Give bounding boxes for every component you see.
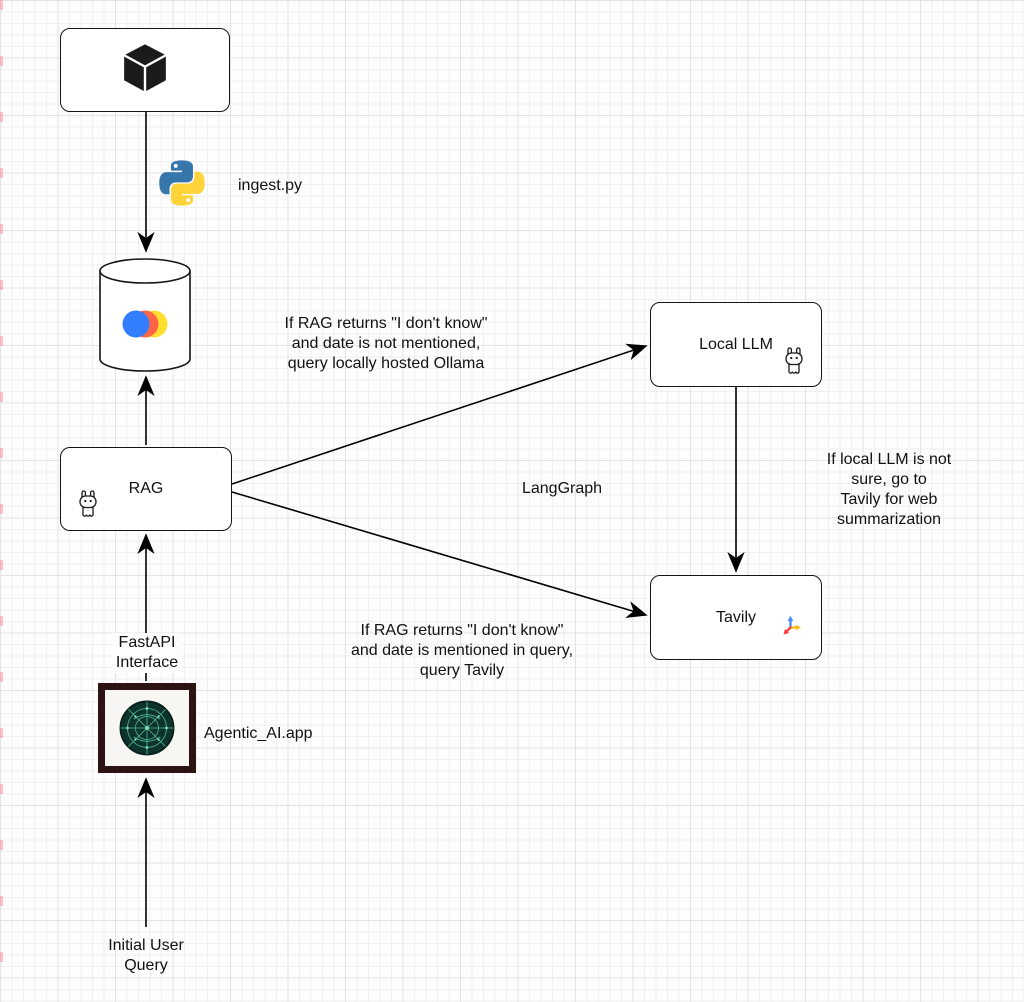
node-tavily: Tavily [650, 575, 822, 660]
local-llm-label: Local LLM [699, 335, 773, 353]
tavily-label: Tavily [715, 608, 756, 626]
rag-label: RAG [128, 480, 164, 497]
app-name-label: Agentic_AI.app [204, 725, 313, 742]
note-rag-to-tavily: If RAG returns "I don't know" and date i… [350, 622, 574, 679]
python-logo [156, 155, 208, 211]
langgraph-label: LangGraph [521, 480, 603, 497]
node-documents [60, 28, 230, 112]
note-llm-to-tavily: If local LLM is not sure, go to Tavily f… [826, 451, 952, 528]
edge-rag-to-tavily [231, 491, 648, 618]
llama-icon [77, 490, 103, 525]
edge-rag-to-local-llm [231, 343, 648, 485]
fastapi-interface-label: FastAPI Interface [112, 633, 182, 673]
note-rag-to-llm: If RAG returns "I don't know" and date i… [284, 315, 488, 372]
ingest-script-label: ingest.py [238, 177, 303, 194]
node-vector-db [99, 258, 191, 372]
llama-icon [783, 347, 809, 382]
cube-icon [123, 43, 167, 97]
node-local-llm: Local LLM [650, 302, 822, 387]
node-rag: RAG [60, 447, 232, 531]
agentic-app-icon [98, 683, 196, 773]
initial-user-query-label: Initial User Query [108, 937, 184, 974]
agentic-app-image [105, 690, 189, 766]
page-boundary-marks [0, 0, 3, 1002]
chroma-logo [122, 310, 168, 338]
tavily-arrows-logo [778, 613, 805, 645]
